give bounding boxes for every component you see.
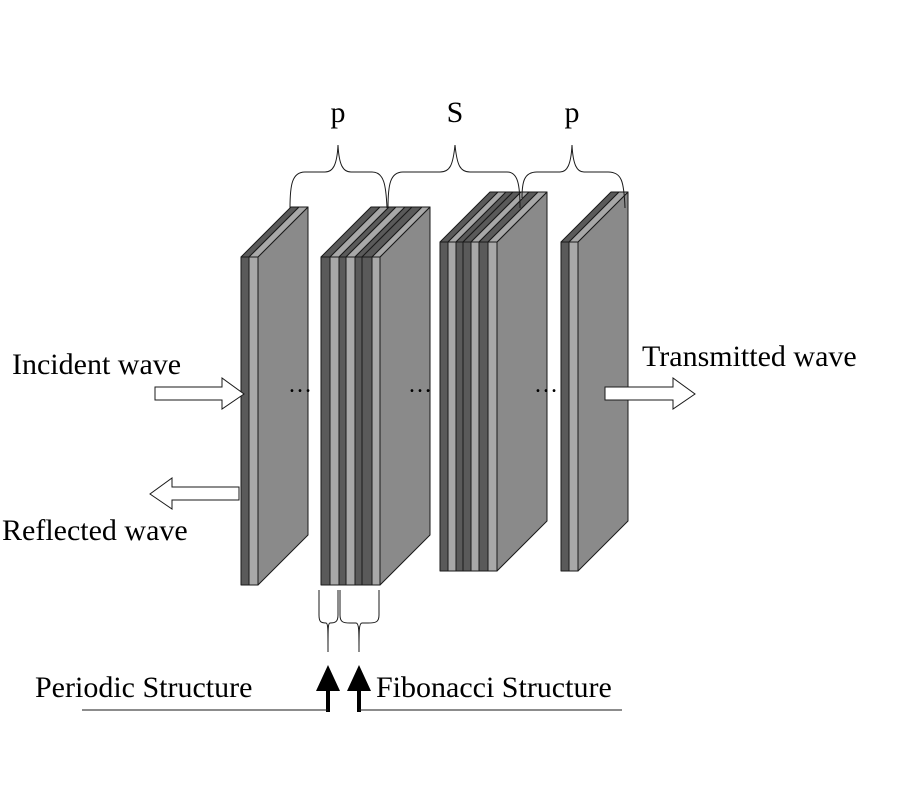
incident-wave-label: Incident wave <box>12 348 181 381</box>
mixed-slab-2-layer-2-front <box>329 256 340 586</box>
brace-p-left <box>289 144 388 209</box>
mixed-slab-3-layer-3-front <box>455 241 464 572</box>
periodic-slab-left-layer-2-front <box>248 256 259 586</box>
periodic-slab-left-layer-1-front <box>240 256 250 586</box>
periodic-up-arrow-icon <box>316 665 340 712</box>
transmitted-wave-label: Transmitted wave <box>642 340 857 373</box>
mixed-slab-3-layer-5-front <box>470 241 480 572</box>
fibonacci-up-arrow-icon <box>347 665 371 712</box>
mixed-slab-2-layer-6-front <box>361 256 373 586</box>
periodic-slab-right-layer-2-front <box>568 241 579 572</box>
mixed-slab-3-layer-4-front <box>462 241 472 572</box>
periodic-slab-right-layer-1-front <box>560 241 570 572</box>
brace-fibonacci <box>339 590 380 653</box>
brace-label-p-right: p <box>565 96 580 129</box>
brace-label-p-left: p <box>331 96 346 129</box>
mixed-slab-2 <box>320 206 431 586</box>
reflected-arrow-icon <box>149 477 240 510</box>
brace-p-right <box>521 144 626 209</box>
brace-s <box>387 144 521 209</box>
ellipsis-3: … <box>534 372 558 398</box>
slab-group <box>240 191 629 586</box>
periodic-slab-left <box>240 206 309 586</box>
mixed-slab-2-layer-3-front <box>338 256 347 586</box>
reflected-wave-label: Reflected wave <box>2 514 188 547</box>
ellipsis-1: … <box>288 372 312 398</box>
transmitted-arrow-icon <box>604 377 696 410</box>
periodic-slab-right-side-face <box>577 191 629 572</box>
brace-label-s: S <box>447 96 464 129</box>
ellipsis-2: … <box>408 372 432 398</box>
mixed-slab-2-layer-4-front <box>345 256 356 586</box>
periodic-slab-right <box>560 191 629 572</box>
mixed-slab-3 <box>439 191 548 572</box>
mixed-slab-3-layer-6-front <box>478 241 489 572</box>
periodic-structure-label: Periodic Structure <box>35 671 252 704</box>
bottom-braces <box>318 590 380 653</box>
incident-arrow-icon <box>154 377 245 410</box>
mixed-slab-3-layer-1-front <box>439 241 449 572</box>
brace-periodic <box>318 590 339 653</box>
mixed-slab-3-layer-2-front <box>447 241 457 572</box>
mixed-slab-2-layer-1-front <box>320 256 331 586</box>
top-braces <box>289 144 626 209</box>
mixed-slab-2-layer-7-front <box>371 256 381 586</box>
fibonacci-structure-label: Fibonacci Structure <box>376 671 612 704</box>
mixed-slab-2-layer-5-front <box>354 256 363 586</box>
bottom-up-arrows <box>316 665 371 712</box>
mixed-slab-3-layer-7-front <box>487 241 498 572</box>
